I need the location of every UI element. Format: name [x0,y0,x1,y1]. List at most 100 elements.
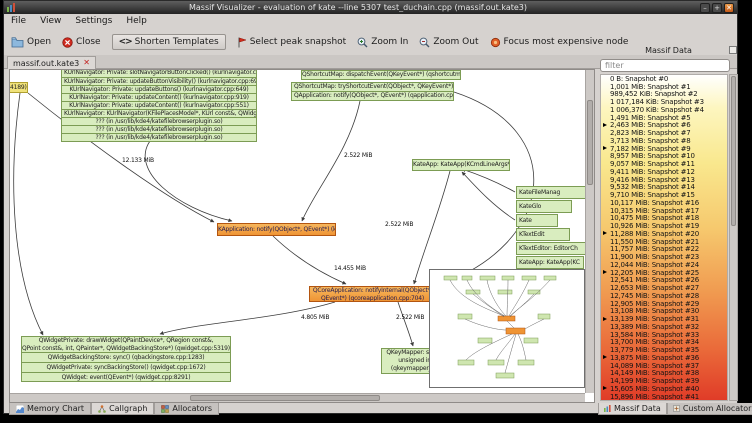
graph-cluster-kate[interactable]: KateFileManag KateGlo Kate KTextEdit KTe… [516,186,585,269]
snapshot-row[interactable]: 15,605 MiB: Snapshot #40 [601,385,727,393]
expander-icon[interactable] [603,332,608,338]
tab-allocators[interactable]: Allocators [154,403,220,415]
expander-icon[interactable] [603,99,608,105]
graph-node[interactable]: Kate [516,214,558,227]
expander-icon[interactable] [603,386,608,392]
expander-icon[interactable] [603,394,608,400]
graph-node[interactable]: KateGlo [516,200,572,213]
horizontal-scrollbar[interactable] [10,393,585,402]
snapshot-row[interactable]: 8,957 MiB: Snapshot #10 [601,153,727,161]
expander-icon[interactable] [603,146,608,152]
expander-icon[interactable] [603,254,608,260]
tab-close-icon[interactable]: ✕ [83,58,90,67]
tab-massif-data[interactable]: Massif Data [598,403,667,415]
graph-overview-minimap[interactable] [429,269,585,388]
expander-icon[interactable] [603,84,608,90]
snapshot-row[interactable]: 12,653 MiB: Snapshot #27 [601,284,727,292]
expander-icon[interactable] [603,246,608,252]
snapshot-row[interactable]: 12,745 MiB: Snapshot #28 [601,292,727,300]
expander-icon[interactable] [603,153,608,159]
focus-expensive-node-button[interactable]: Focus most expensive node [490,37,628,48]
zoom-in-button[interactable]: Zoom In [357,37,408,48]
snapshot-row[interactable]: 7,182 MiB: Snapshot #9 [601,145,727,153]
menu-file[interactable]: File [11,16,27,26]
snapshot-row[interactable]: 13,584 MiB: Snapshot #33 [601,331,727,339]
snapshot-row[interactable]: 9,416 MiB: Snapshot #13 [601,176,727,184]
snapshot-row[interactable]: 9,411 MiB: Snapshot #12 [601,168,727,176]
callgraph-canvas[interactable]: 4189) KUrlNavigator: Private: slotNaviga… [10,70,585,393]
snapshot-row[interactable]: 10,117 MiB: Snapshot #16 [601,199,727,207]
snapshot-row[interactable]: 3,713 MiB: Snapshot #8 [601,137,727,145]
expander-icon[interactable] [603,122,608,128]
snapshot-row[interactable]: 2,823 MiB: Snapshot #7 [601,129,727,137]
expander-icon[interactable] [603,270,608,276]
snapshot-row[interactable]: 14,089 MiB: Snapshot #37 [601,362,727,370]
expander-icon[interactable] [603,231,608,237]
tab-callgraph[interactable]: Callgraph [91,403,155,415]
expander-icon[interactable] [603,76,608,82]
menu-view[interactable]: View [40,16,62,26]
expander-icon[interactable] [603,115,608,121]
expander-icon[interactable] [603,184,608,190]
expander-icon[interactable] [603,324,608,330]
expander-icon[interactable] [603,277,608,283]
snapshot-row[interactable]: 15,896 MiB: Snapshot #41 [601,393,727,400]
snapshot-row[interactable]: 11,288 MiB: Snapshot #20 [601,230,727,238]
expander-icon[interactable] [603,107,608,113]
snapshot-row[interactable]: 989,452 KiB: Snapshot #2 [601,91,727,99]
snapshot-row[interactable]: 13,700 MiB: Snapshot #34 [601,339,727,347]
graph-cluster-kurlnavigator[interactable]: KUrlNavigator: Private: slotNavigatorBut… [61,70,257,142]
snapshot-row[interactable]: 11,900 MiB: Snapshot #23 [601,253,727,261]
vertical-scrollbar[interactable] [585,70,594,393]
expander-icon[interactable] [603,177,608,183]
graph-node-kateapp[interactable]: KateApp: KateApp(KCmdLineArgs*) (in /usr… [412,159,510,171]
expander-icon[interactable] [603,223,608,229]
expander-icon[interactable] [603,370,608,376]
zoom-out-button[interactable]: Zoom Out [419,37,479,48]
graph-node[interactable]: KateFileManag [516,186,585,199]
snapshot-row[interactable]: 2,463 MiB: Snapshot #6 [601,122,727,129]
expander-icon[interactable] [603,130,608,136]
expander-icon[interactable] [603,138,608,144]
snapshot-row[interactable]: 11,757 MiB: Snapshot #22 [601,246,727,254]
expander-icon[interactable] [603,355,608,361]
expander-icon[interactable] [603,192,608,198]
snapshot-row[interactable]: 10,475 MiB: Snapshot #18 [601,215,727,223]
snapshot-row[interactable]: 10,926 MiB: Snapshot #19 [601,222,727,230]
filter-input[interactable] [600,59,730,72]
expander-icon[interactable] [603,339,608,345]
expander-icon[interactable] [603,239,608,245]
graph-node[interactable]: KateApp: KateApp(KC [516,256,584,269]
expander-icon[interactable] [603,347,608,353]
snapshot-row[interactable]: 9,710 MiB: Snapshot #15 [601,191,727,199]
close-button[interactable]: Close [62,36,101,48]
expander-icon[interactable] [603,200,608,206]
snapshot-row[interactable]: 1 017,184 KiB: Snapshot #3 [601,98,727,106]
tab-custom-allocators[interactable]: Custom Allocators [666,403,752,415]
snapshot-row[interactable]: 9,057 MiB: Snapshot #11 [601,160,727,168]
maximize-button[interactable]: + [712,2,722,13]
close-window-button[interactable]: ✕ [724,2,734,13]
expander-icon[interactable] [603,316,608,322]
expander-icon[interactable] [603,169,608,175]
snapshot-row[interactable]: 1,001 MiB: Snapshot #1 [601,83,727,91]
expander-icon[interactable] [603,208,608,214]
minimize-button[interactable]: – [700,2,710,13]
expander-icon[interactable] [603,293,608,299]
shorten-templates-button[interactable]: <> Shorten Templates [111,34,226,50]
expander-icon[interactable] [603,301,608,307]
graph-cluster-qwidget[interactable]: QWidgetPrivate: drawWidget(QPaintDevice*… [21,336,231,382]
snapshot-row[interactable]: 14,199 MiB: Snapshot #39 [601,377,727,385]
snapshot-row[interactable]: 12,205 MiB: Snapshot #25 [601,269,727,277]
graph-cluster-qshortcutmap[interactable]: QShortcutMap: tryShortcutEvent(QObject*,… [291,82,454,101]
graph-node[interactable]: KTextEditor: EditorCh [516,242,585,255]
expander-icon[interactable] [603,262,608,268]
vscroll-thumb[interactable] [587,100,593,185]
open-button[interactable]: Open [11,36,51,48]
graph-node-qcoreapplication[interactable]: QCoreApplication: notifyInternal(QObject… [309,286,436,302]
graph-node-stub[interactable]: 4189) [10,82,28,93]
snapshot-row[interactable]: 13,389 MiB: Snapshot #32 [601,323,727,331]
snapshot-row[interactable]: 1 006,370 KiB: Snapshot #4 [601,106,727,114]
snapshot-row[interactable]: 12,044 MiB: Snapshot #24 [601,261,727,269]
snapshot-row[interactable]: 11,550 MiB: Snapshot #21 [601,238,727,246]
